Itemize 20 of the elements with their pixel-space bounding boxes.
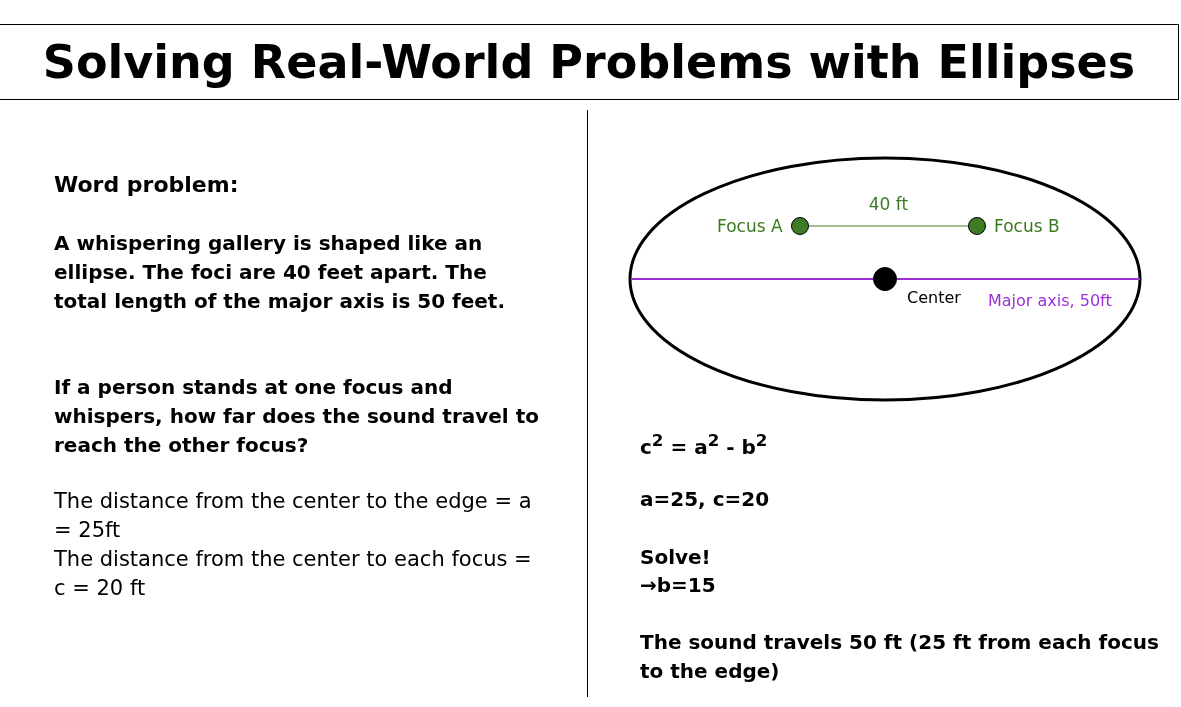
question-text: If a person stands at one focus and whispers, how far does the sound travel to reach the other focus? bbox=[54, 374, 540, 459]
focus-label: Focus B bbox=[994, 216, 1060, 236]
formula: c$^{2}$ = a$^{2}$ - b$^{2}$ bbox=[640, 430, 769, 461]
heading: Word problem: bbox=[54, 171, 240, 199]
focus-dot bbox=[791, 217, 809, 235]
focus-label: Focus A bbox=[717, 216, 783, 236]
distance-line bbox=[808, 225, 969, 227]
result-text: →b=15 bbox=[640, 572, 717, 599]
instruction-text: Solve! bbox=[640, 544, 712, 571]
title: Solving Real-World Problems with Ellipses bbox=[42, 35, 1136, 89]
edge-label: 40 ft bbox=[867, 194, 910, 214]
axis-label: Major axis, 50ft bbox=[988, 290, 1112, 312]
focus-dot bbox=[968, 217, 986, 235]
explanation-text: The distance from the center to each focus = c = 20 ft bbox=[54, 546, 533, 602]
center-label: Center bbox=[907, 288, 961, 307]
problem-text: A whispering gallery is shaped like an ellipse. The foci are 40 feet apart. The total length of the major axis is 50 feet. bbox=[54, 230, 507, 315]
given-values: a=25, c=20 bbox=[640, 486, 771, 513]
center-dot bbox=[873, 267, 897, 291]
answer-text: The sound travels 50 ft (25 ft from each focus to the edge) bbox=[640, 629, 1160, 685]
explanation-text: The distance from the center to the edge = a = 25ft bbox=[54, 488, 533, 544]
